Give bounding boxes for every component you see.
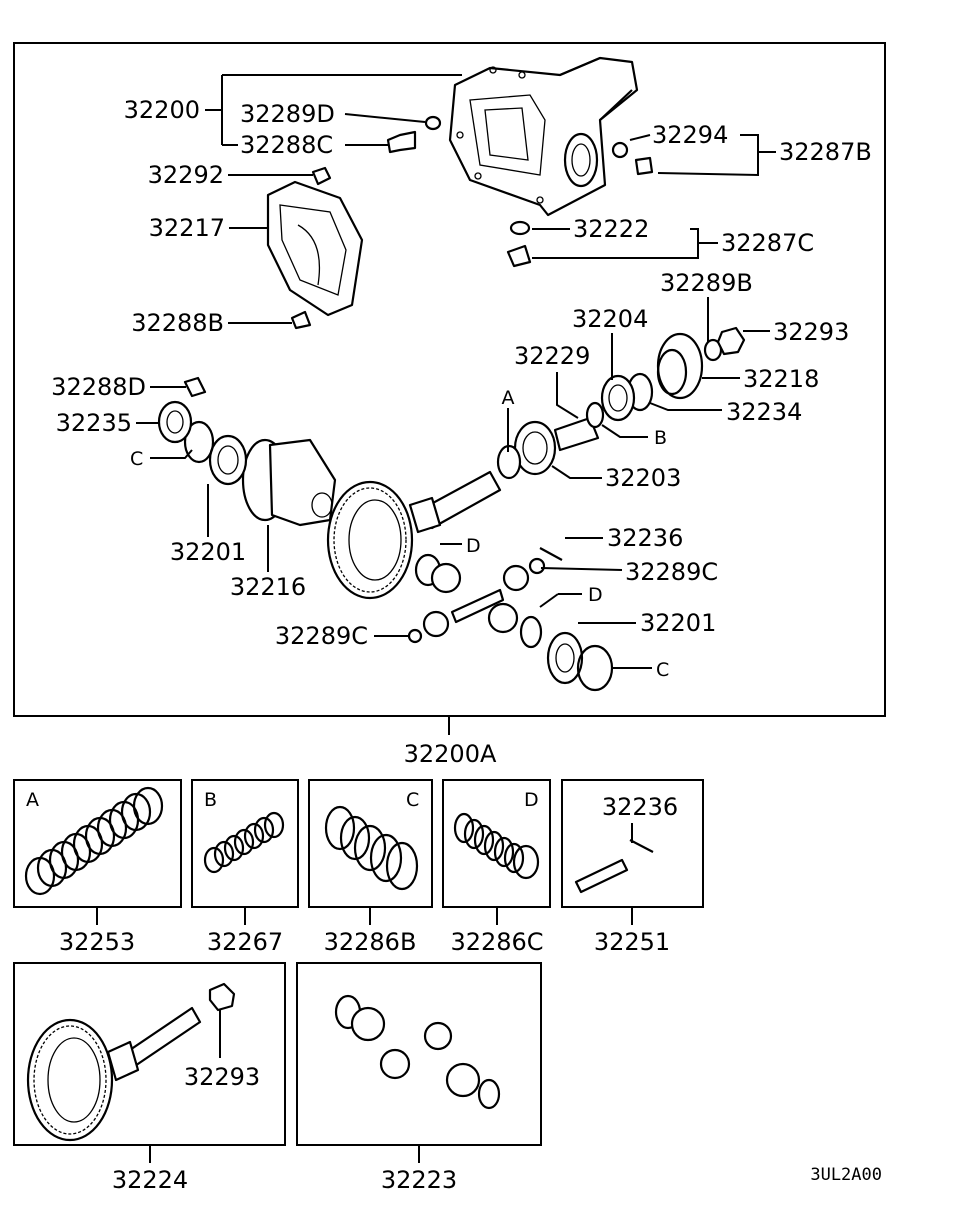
ref-letter-C-lower: C	[656, 659, 669, 681]
kit-letter: D	[524, 789, 539, 811]
callout-32201-lower: 32201	[640, 609, 716, 637]
callout-32289B: 32289B	[660, 269, 753, 297]
kit-box-B: B 32267	[191, 779, 299, 956]
ring-pinion-gear-drawing	[26, 982, 236, 1142]
figure-code: 3UL2A00	[810, 1165, 882, 1185]
ring-stack-drawing	[324, 805, 419, 891]
ref-letter-C-upper: C	[130, 448, 143, 470]
callout-32235: 32235	[56, 409, 132, 437]
callout-32293: 32293	[773, 318, 849, 346]
callout-32294: 32294	[652, 121, 728, 149]
callout-32289C-left: 32289C	[275, 622, 368, 650]
kit-part-number: 32251	[594, 928, 670, 956]
callout-32218: 32218	[743, 365, 819, 393]
ref-letter-D-upper: D	[466, 535, 481, 557]
leader-lines	[136, 74, 776, 669]
spacer-stack-drawing	[203, 811, 285, 874]
callout-32287B: 32287B	[779, 138, 872, 166]
set-box-ring-pinion: 32293 32224	[13, 962, 286, 1194]
callout-32204: 32204	[572, 305, 648, 333]
carrier-housing-drawing	[448, 56, 639, 217]
shim-stack-drawing	[24, 786, 164, 896]
set-part-number: 32224	[112, 1166, 188, 1194]
set-part-number: 32223	[381, 1166, 457, 1194]
set-inner-part-number: 32293	[184, 1063, 260, 1091]
callout-32292: 32292	[148, 161, 224, 189]
kit-inner-part-number: 32236	[602, 793, 678, 821]
ref-letter-A: A	[502, 387, 515, 409]
kit-letter: A	[26, 789, 39, 811]
pinion-drawing	[408, 401, 605, 534]
washer-stack-drawing	[453, 812, 540, 880]
callout-32288D: 32288D	[51, 373, 146, 401]
kit-box-C: C 32286B	[308, 779, 433, 956]
set-box-differential-gears: 32223	[296, 962, 542, 1194]
kit-part-number: 32253	[59, 928, 135, 956]
callout-32236: 32236	[607, 524, 683, 552]
kit-box-D: D 32286C	[442, 779, 551, 956]
pinion-shaft-drawing	[574, 858, 629, 894]
callout-32289C-right: 32289C	[625, 558, 718, 586]
callout-32287C: 32287C	[721, 229, 814, 257]
ref-letter-B: B	[654, 427, 667, 449]
callout-32216: 32216	[230, 573, 306, 601]
ring-gear-drawing	[326, 480, 414, 600]
callout-32229: 32229	[514, 342, 590, 370]
callout-32217: 32217	[149, 214, 225, 242]
kit-box-pinion-shaft: 32236 32251	[561, 779, 704, 956]
kit-letter: B	[204, 789, 217, 811]
callout-32289D: 32289D	[240, 100, 335, 128]
kit-part-number: 32286C	[450, 928, 543, 956]
callout-32288B: 32288B	[131, 309, 224, 337]
callout-32201-upper: 32201	[170, 538, 246, 566]
rear-cover-drawing	[266, 180, 364, 317]
differential-gears-drawing	[407, 547, 614, 692]
callout-labels: 32200 32289D 32288C 32292 32217 32288B 3…	[51, 96, 872, 681]
ref-letter-D-lower: D	[588, 584, 603, 606]
kit-part-number: 32286B	[324, 928, 417, 956]
callout-32200: 32200	[124, 96, 200, 124]
callout-32234: 32234	[726, 398, 802, 426]
kit-box-A: A 32253	[13, 779, 182, 956]
lock-pin-drawing	[629, 839, 654, 853]
fastener-drawings	[183, 115, 654, 398]
callout-32288C: 32288C	[240, 131, 333, 159]
kit-letter: C	[406, 789, 419, 811]
companion-flange-drawing	[600, 326, 746, 422]
differential-case-drawing	[157, 400, 337, 527]
callout-32222: 32222	[573, 215, 649, 243]
main-assembly-label: 32200A	[404, 740, 497, 768]
kit-part-number: 32267	[207, 928, 283, 956]
callout-32203: 32203	[605, 464, 681, 492]
differential-gear-set-drawing	[334, 994, 501, 1110]
